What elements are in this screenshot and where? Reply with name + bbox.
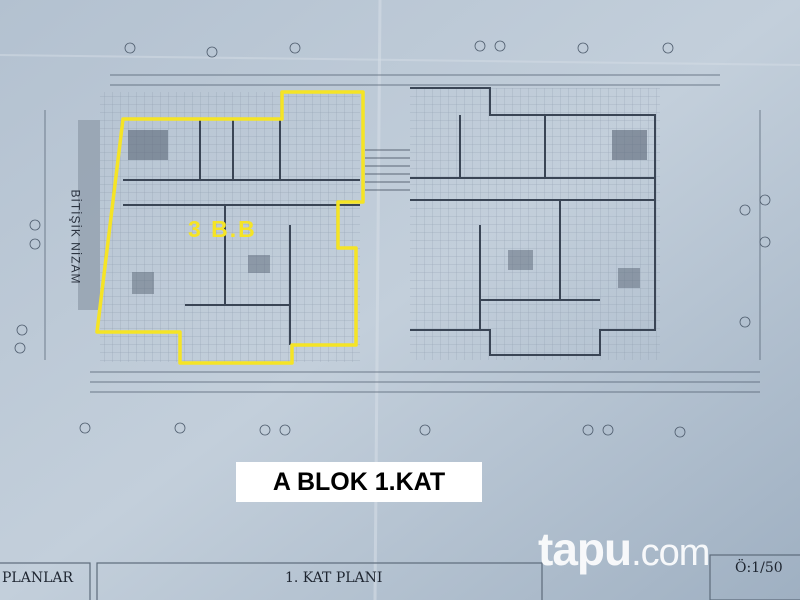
- watermark-brand: tapu: [538, 523, 632, 575]
- side-label: BİTİŞİK NİZAM: [68, 189, 83, 285]
- title-block-scale: Ö:1/50: [735, 560, 783, 576]
- title-block-center: 1. KAT PLANI: [285, 570, 383, 586]
- unit-highlight-outline: [95, 90, 365, 365]
- title-block-left: PLANLAR: [2, 570, 74, 586]
- overlay-title: A BLOK 1.KAT: [236, 462, 482, 502]
- grid-axis-bubbles: [14, 40, 771, 438]
- watermark-logo: tapu.com: [538, 522, 710, 576]
- title-block-lines: [0, 554, 800, 600]
- dimension-lines: [44, 74, 761, 393]
- watermark-suffix: .com: [631, 532, 710, 574]
- unit-type-label: 3 B.B: [188, 216, 257, 242]
